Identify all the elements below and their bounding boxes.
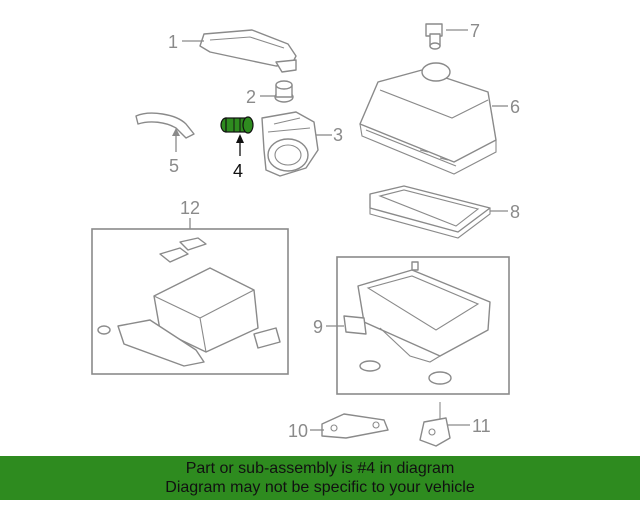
part-3-elbow[interactable] — [261, 111, 319, 177]
callout-4[interactable]: 4 — [233, 161, 243, 181]
notice-banner: Part or sub-assembly is #4 in diagram Di… — [0, 456, 640, 500]
callout-1[interactable]: 1 — [168, 32, 178, 52]
part-4-highlighted[interactable] — [220, 116, 254, 134]
part-8-filter[interactable] — [369, 185, 491, 239]
part-7-sensor[interactable] — [425, 23, 443, 50]
callout-12[interactable]: 12 — [180, 198, 200, 218]
callout-6[interactable]: 6 — [510, 97, 520, 117]
callout-9[interactable]: 9 — [313, 317, 323, 337]
callout-10[interactable]: 10 — [288, 421, 308, 441]
callout-8[interactable]: 8 — [510, 202, 520, 222]
banner-line-1: Part or sub-assembly is #4 in diagram — [185, 460, 455, 477]
callout-11[interactable]: 11 — [472, 416, 491, 436]
part-5-hose[interactable] — [135, 112, 195, 139]
callout-2[interactable]: 2 — [246, 87, 256, 107]
part-2-grommet[interactable] — [274, 80, 294, 103]
banner-line-2: Diagram may not be specific to your vehi… — [165, 479, 475, 496]
callout-5[interactable]: 5 — [169, 156, 179, 176]
part-11-stud-bracket[interactable] — [419, 402, 451, 447]
callout-7[interactable]: 7 — [470, 21, 480, 41]
part-9-cleaner-case[interactable] — [343, 261, 491, 385]
part-1-intake-duct[interactable] — [199, 29, 297, 73]
parts-diagram: 1 2 5 4 3 7 — [91, 21, 520, 447]
part-12-assembly[interactable] — [97, 237, 281, 367]
part-10-bracket[interactable] — [321, 413, 389, 439]
part-6-cleaner-cap[interactable] — [359, 62, 497, 175]
callout-3[interactable]: 3 — [333, 125, 343, 145]
